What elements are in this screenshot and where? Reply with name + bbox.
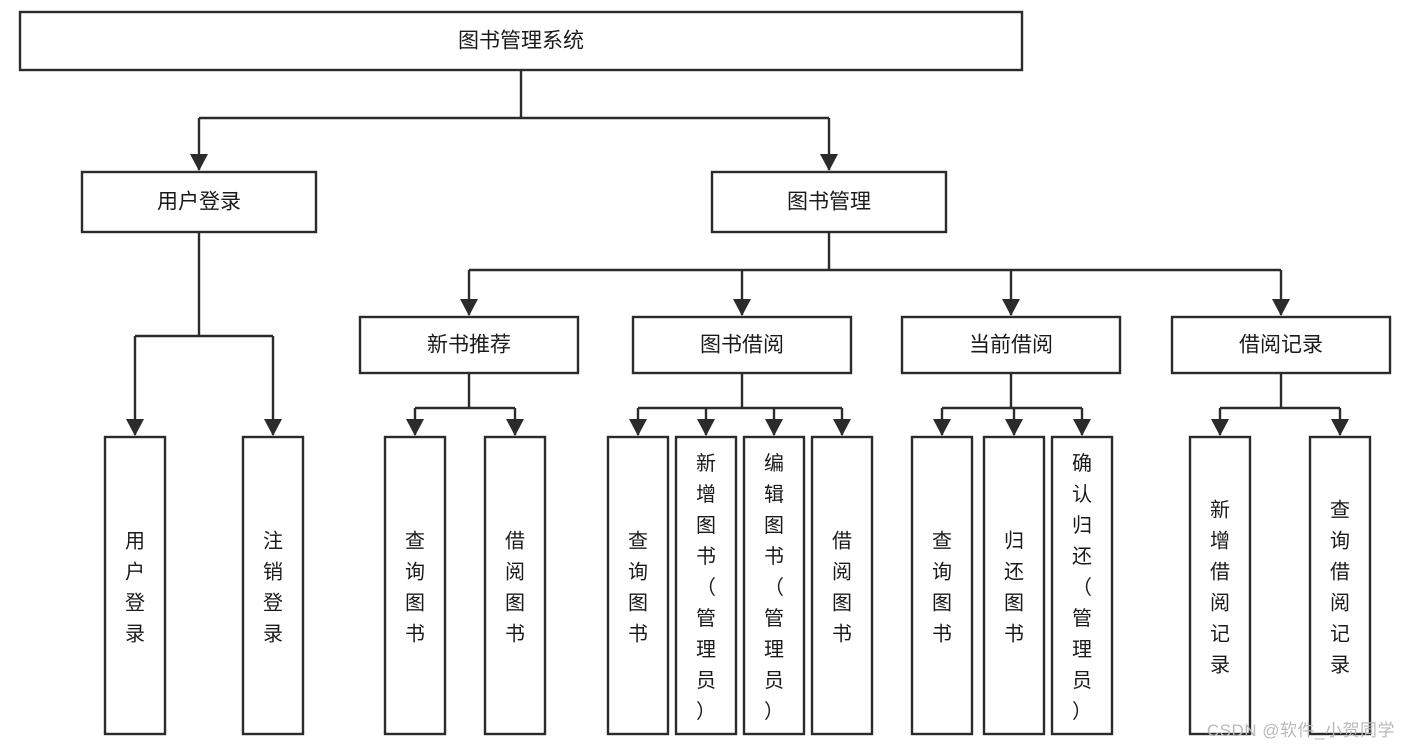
arrow-icon-leaf-edit-book — [765, 419, 783, 436]
arrow-icon-new-book-recommend — [460, 299, 478, 316]
arrow-icon-leaf-logout — [264, 419, 282, 436]
node-leaf-borrow-book-rec-box[interactable] — [483, 435, 547, 736]
node-leaf-return-book[interactable]: 归还图书 — [982, 435, 1046, 736]
node-leaf-add-book-label: 新增图书（管理员） — [696, 452, 716, 723]
node-leaf-query-record-box[interactable] — [1308, 435, 1372, 736]
node-leaf-confirm-return-label: 确认归还（管理员） — [1072, 452, 1092, 723]
node-current-borrow-label: 当前借阅 — [969, 334, 1053, 357]
arrow-icon-leaf-confirm-return — [1073, 419, 1091, 436]
node-leaf-user-login-box[interactable] — [103, 435, 167, 736]
arrow-icon-leaf-query-book-rec — [406, 419, 424, 436]
node-leaf-logout-label: 注销登录 — [263, 530, 283, 646]
node-leaf-return-book-label: 归还图书 — [1004, 530, 1024, 646]
node-leaf-edit-book-box[interactable] — [742, 435, 806, 736]
arrow-icon-leaf-add-book — [697, 419, 715, 436]
node-leaf-confirm-return-box[interactable] — [1050, 435, 1114, 736]
node-leaf-borrow-book-rec-label: 借阅图书 — [505, 530, 525, 646]
node-borrow-record[interactable]: 借阅记录 — [1170, 315, 1392, 375]
node-leaf-query-book-borrow[interactable]: 查询图书 — [606, 435, 670, 736]
arrow-icon-leaf-return-book — [1005, 419, 1023, 436]
csdn-watermark: CSDN @软件_小贺同学 — [1206, 721, 1395, 740]
node-leaf-borrow-book-rec[interactable]: 借阅图书 — [483, 435, 547, 736]
arrow-icon-leaf-query-book-borrow — [629, 419, 647, 436]
node-leaf-borrow-book-box[interactable] — [810, 435, 874, 736]
node-borrow-record-label: 借阅记录 — [1239, 334, 1323, 357]
node-leaf-logout-box[interactable] — [241, 435, 305, 736]
arrow-icon-leaf-query-record — [1331, 419, 1349, 436]
node-leaf-return-book-box[interactable] — [982, 435, 1046, 736]
node-user-login-box[interactable] — [80, 170, 318, 234]
node-leaf-query-book-rec-label: 查询图书 — [405, 530, 425, 646]
arrow-icon-leaf-add-record — [1211, 419, 1229, 436]
node-leaf-query-book-current-box[interactable] — [910, 435, 974, 736]
node-leaf-add-record[interactable]: 新增借阅记录 — [1188, 435, 1252, 736]
node-leaf-edit-book-label: 编辑图书（管理员） — [764, 452, 784, 723]
node-new-book-recommend-label: 新书推荐 — [427, 334, 511, 357]
node-book-manage-box[interactable] — [710, 170, 948, 234]
node-borrow-record-box[interactable] — [1170, 315, 1392, 375]
node-new-book-recommend-box[interactable] — [358, 315, 580, 375]
arrow-icon-book-manage — [820, 154, 838, 171]
node-leaf-add-book-box[interactable] — [674, 435, 738, 736]
node-leaf-query-book-rec[interactable]: 查询图书 — [383, 435, 447, 736]
connector-layer — [126, 70, 1349, 436]
node-leaf-user-login-label: 用户登录 — [125, 531, 145, 646]
node-leaf-query-book-current[interactable]: 查询图书 — [910, 435, 974, 736]
node-book-manage-label: 图书管理 — [787, 191, 871, 214]
node-book-borrow-box[interactable] — [631, 315, 853, 375]
node-root-box[interactable] — [18, 10, 1024, 72]
node-current-borrow-box[interactable] — [900, 315, 1122, 375]
arrow-icon-user-login — [190, 154, 208, 171]
arrow-icon-leaf-user-login — [126, 419, 144, 436]
node-user-login-label: 用户登录 — [157, 191, 241, 214]
node-leaf-query-book-borrow-box[interactable] — [606, 435, 670, 736]
node-root-label: 图书管理系统 — [458, 30, 584, 53]
node-leaf-borrow-book-label: 借阅图书 — [832, 530, 852, 646]
arrow-icon-borrow-record — [1272, 299, 1290, 316]
node-leaf-borrow-book[interactable]: 借阅图书 — [810, 435, 874, 736]
node-leaf-add-record-label: 新增借阅记录 — [1210, 499, 1230, 677]
arrow-icon-leaf-borrow-book — [833, 419, 851, 436]
node-book-borrow[interactable]: 图书借阅 — [631, 315, 853, 375]
node-book-borrow-label: 图书借阅 — [700, 334, 784, 357]
arrow-icon-current-borrow — [1002, 299, 1020, 316]
node-root[interactable]: 图书管理系统 — [18, 10, 1024, 72]
node-leaf-add-record-box[interactable] — [1188, 435, 1252, 736]
node-leaf-user-login[interactable]: 用户登录 — [103, 435, 167, 736]
node-leaf-confirm-return[interactable]: 确认归还（管理员） — [1050, 435, 1114, 736]
node-leaf-query-record[interactable]: 查询借阅记录 — [1308, 435, 1372, 736]
node-leaf-edit-book[interactable]: 编辑图书（管理员） — [742, 435, 806, 736]
node-layer: 图书管理系统用户登录图书管理新书推荐图书借阅当前借阅借阅记录用户登录注销登录查询… — [18, 10, 1392, 736]
node-book-manage[interactable]: 图书管理 — [710, 170, 948, 234]
node-leaf-query-book-current-label: 查询图书 — [932, 530, 952, 646]
node-user-login[interactable]: 用户登录 — [80, 170, 318, 234]
node-leaf-query-book-borrow-label: 查询图书 — [628, 530, 648, 646]
node-current-borrow[interactable]: 当前借阅 — [900, 315, 1122, 375]
arrow-icon-book-borrow — [733, 299, 751, 316]
arrow-icon-leaf-borrow-book-rec — [506, 419, 524, 436]
node-leaf-add-book[interactable]: 新增图书（管理员） — [674, 435, 738, 736]
node-leaf-query-book-rec-box[interactable] — [383, 435, 447, 736]
node-leaf-query-record-label: 查询借阅记录 — [1330, 499, 1350, 677]
arrow-icon-leaf-query-book-current — [933, 419, 951, 436]
node-new-book-recommend[interactable]: 新书推荐 — [358, 315, 580, 375]
node-leaf-logout[interactable]: 注销登录 — [241, 435, 305, 736]
